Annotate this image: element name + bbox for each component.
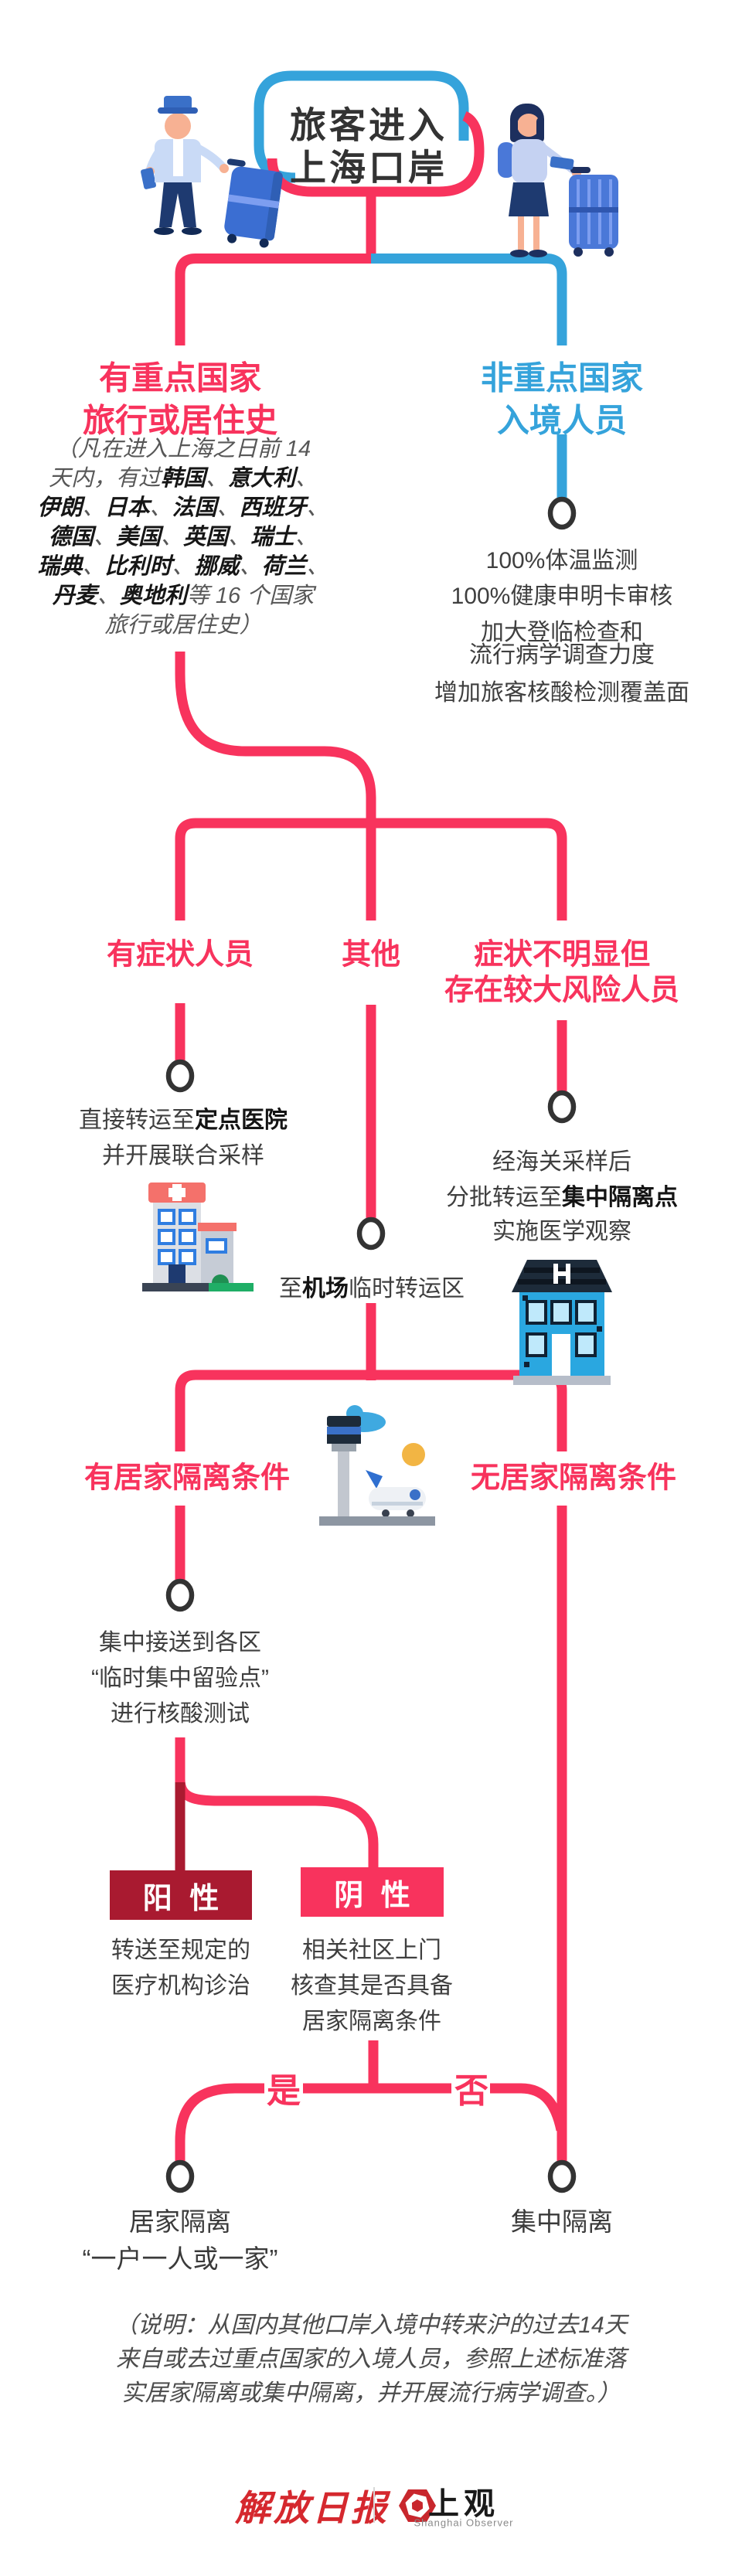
footnote-line: 实居家隔离或集中隔离，并开展流行病学调查。）	[121, 2380, 621, 2406]
airport-tower-icon	[319, 1405, 435, 1526]
key-country-note-line: 德国、美国、英国、瑞士、	[48, 525, 318, 550]
footer-divider	[373, 2487, 375, 2523]
home-ok-step: 进行核酸测试	[111, 1701, 250, 1727]
negative-action-line: 核查其是否具备	[291, 1973, 453, 1999]
flow-top-left-arm	[175, 254, 371, 345]
negative-result-box: 阴 性	[301, 1867, 444, 1917]
outcome-home-line1: 居家隔离	[129, 2207, 231, 2236]
shanghai-observer-brand: 上观	[428, 2487, 499, 2521]
symptomatic-action-line2: 并开展联合采样	[102, 1143, 264, 1169]
triage-symptomatic-label: 有症状人员	[106, 938, 254, 972]
symptomatic-action-line1: 直接转运至定点医院	[79, 1108, 288, 1133]
shanghai-observer-subtitle: Shanghai Observer	[414, 2516, 514, 2529]
measure-item: 100%健康申明卡审核	[451, 584, 673, 609]
negative-action-line: 相关社区上门	[302, 1938, 441, 1963]
flow-s-curve-to-center	[175, 652, 376, 920]
flow-three-way-split	[175, 818, 567, 920]
node-circle-icon	[547, 2159, 577, 2193]
home-ok-step: 集中接送到各区	[99, 1630, 261, 1656]
key-country-note-line: 伊朗、日本、法国、西班牙、	[37, 495, 329, 520]
risk-action-line1: 经海关采样后	[492, 1149, 631, 1175]
measure-item: 100%体温监测	[485, 548, 638, 573]
node-circle-icon	[165, 2159, 195, 2193]
node-circle-icon	[165, 1578, 195, 1612]
positive-action-line: 转送至规定的	[111, 1938, 250, 1963]
footnote-line: （说明：从国内其他口岸入境中转来沪的过去14天	[114, 2312, 628, 2338]
title-box-blue-outline	[254, 70, 469, 183]
quarantine-hospital-icon	[512, 1260, 612, 1385]
home-quarantine-no-label: 无居家隔离条件	[470, 1462, 677, 1495]
flow-yes-curve	[175, 2083, 264, 2162]
flow-top-right-arm	[371, 254, 567, 345]
home-quarantine-ok-label: 有居家隔离条件	[83, 1462, 291, 1495]
key-country-note-line: 瑞典、比利时、挪威、荷兰、	[37, 554, 329, 579]
left-branch-label-line1: 有重点国家	[98, 359, 262, 396]
positive-result-box: 阳 性	[110, 1870, 252, 1920]
triage-other-label: 其他	[341, 938, 401, 972]
male-traveler-icon	[141, 96, 283, 248]
triage-risk-label-line2: 存在较大风险人员	[444, 974, 680, 1007]
triage-risk-label-line1: 症状不明显但	[473, 938, 651, 972]
measure-item: 增加旅客核酸检测覆盖面	[434, 680, 689, 706]
key-country-note-line: 天内，有过韩国、意大利、	[48, 466, 318, 491]
other-action: 至机场临时转运区	[279, 1276, 465, 1302]
key-country-note-line: （凡在进入上海之日前 14	[55, 437, 311, 461]
risk-action-line2: 分批转运至集中隔离点	[446, 1185, 678, 1210]
yes-label: 是	[267, 2072, 301, 2110]
right-branch-label-line2: 入境人员	[496, 402, 628, 439]
node-circle-icon	[547, 496, 577, 530]
footnote-line: 来自或去过重点国家的入境人员，参照上述标准落	[116, 2346, 626, 2372]
jiefang-daily-logo: 解放日报	[235, 2488, 390, 2528]
positive-action-line: 医疗机构诊治	[111, 1973, 250, 1999]
page-title-line1: 旅客进入	[290, 104, 448, 146]
page-title-line2: 上海口岸	[290, 147, 448, 189]
key-country-note-line: 旅行或居住史）	[104, 613, 262, 638]
risk-action-line3: 实施医学观察	[492, 1219, 631, 1244]
hospital-building-icon	[142, 1183, 254, 1291]
flow-curve-to-negative	[175, 1778, 379, 1869]
no-label: 否	[454, 2072, 488, 2110]
negative-action-line: 居家隔离条件	[302, 2009, 441, 2034]
measure-item: 加大登临检查和	[481, 620, 643, 645]
shanghai-observer-hexagon-logo	[399, 2489, 436, 2522]
measure-item: 流行病学调查力度	[469, 642, 655, 668]
flow-no-curve	[490, 2083, 567, 2132]
outcome-central: 集中隔离	[511, 2207, 613, 2236]
left-branch-label-line2: 旅行或居住史	[82, 402, 278, 439]
outcome-home-line2: “一户一人或一家”	[82, 2244, 278, 2273]
female-traveler-icon	[498, 104, 618, 257]
right-branch-label-line1: 非重点国家	[480, 359, 644, 396]
home-ok-step: “临时集中留验点”	[91, 1666, 269, 1691]
key-country-note-line: 丹麦、奥地利等 16 个国家	[52, 584, 315, 608]
node-circle-icon	[165, 1059, 195, 1093]
node-circle-icon	[547, 1090, 577, 1124]
node-circle-icon	[356, 1217, 386, 1251]
